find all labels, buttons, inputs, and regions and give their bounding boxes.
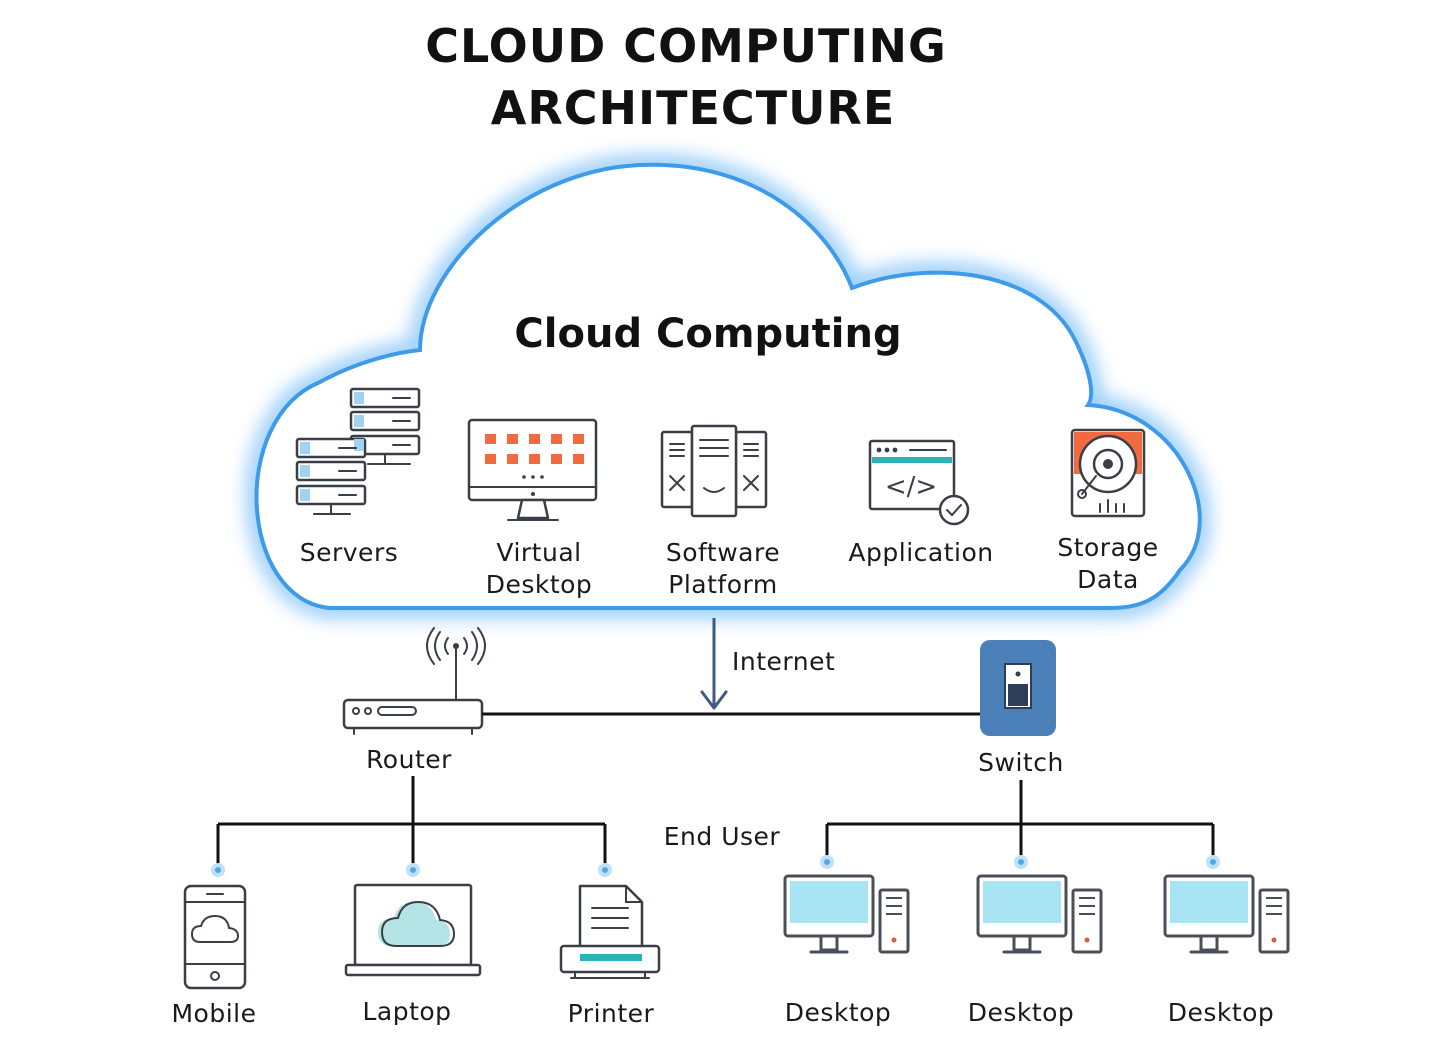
desktop-computer-icon (783, 874, 910, 954)
service-label-servers: Servers (300, 538, 399, 567)
router-tree-lines (216, 776, 607, 866)
service-label-storage-data-line-1: Storage (1057, 533, 1158, 562)
device-label-mobile: Mobile (171, 999, 256, 1028)
hard-drive-icon (1070, 428, 1146, 518)
switch-label: Switch (978, 748, 1064, 777)
internet-label: Internet (732, 647, 835, 676)
device-label-laptop: Laptop (362, 997, 451, 1026)
monitor-icon (467, 418, 598, 521)
code-window-icon: </> (868, 439, 970, 526)
router-icon (342, 627, 486, 735)
printer-icon (559, 884, 661, 979)
device-label-printer: Printer (568, 999, 655, 1028)
diagram-title-line-2: ARCHITECTURE (491, 81, 896, 135)
service-label-virtual-desktop-line-1: Virtual (496, 538, 581, 567)
service-label-storage-data-line-2: Data (1077, 565, 1139, 594)
switch-icon (980, 640, 1056, 736)
internet-arrow (700, 618, 728, 710)
device-label-desktop-1: Desktop (785, 998, 892, 1027)
laptop-cloud-icon (344, 883, 482, 977)
router-label: Router (366, 745, 452, 774)
service-label-software-platform-line-1: Software (666, 538, 780, 567)
desktop-computer-icon (976, 874, 1103, 954)
mobile-cloud-icon (183, 884, 247, 990)
end-user-label: End User (664, 822, 781, 851)
service-label-software-platform-line-2: Platform (668, 570, 777, 599)
server-rack-icon (295, 387, 421, 515)
cloud-title: Cloud Computing (514, 311, 901, 357)
switch-tree-lines (825, 780, 1215, 858)
desktop-group (783, 874, 1290, 954)
connector-dots (211, 855, 1220, 877)
code-glyph-icon: </> (885, 472, 937, 502)
service-label-virtual-desktop-line-2: Desktop (486, 570, 593, 599)
software-platform-icon (660, 424, 768, 518)
device-label-desktop-3: Desktop (1168, 998, 1275, 1027)
diagram-title-line-1: CLOUD COMPUTING (425, 19, 947, 73)
device-label-desktop-2: Desktop (968, 998, 1075, 1027)
desktop-computer-icon (1163, 874, 1290, 954)
service-label-application: Application (848, 538, 993, 567)
